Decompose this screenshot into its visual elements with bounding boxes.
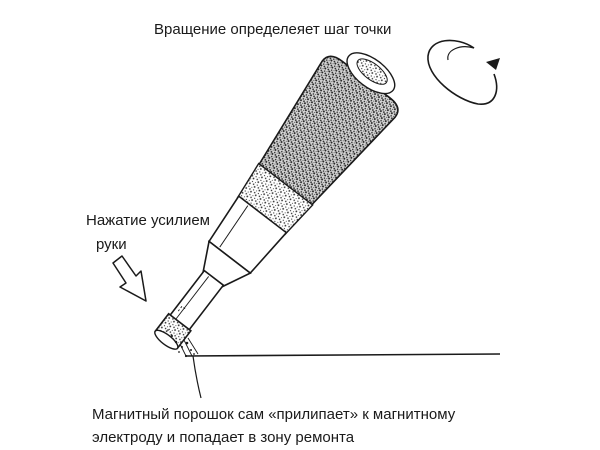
pressure-arrow-icon [112,255,147,302]
tool-body-highlight [219,205,249,248]
rotation-caption: Вращение определеяет шаг точки [154,21,392,38]
tool-shaft-highlight [175,276,210,320]
work-surface-line [185,353,501,357]
powder-caption-line1: Магнитный порошок сам «прилипает» к магн… [92,406,456,423]
pressure-caption-line1: Нажатие усилием [86,212,210,229]
powder-flow-lines [179,337,199,357]
rotation-arrow-icon [427,39,500,105]
electrode-tool [154,52,399,350]
pressure-caption-line2: руки [96,236,127,253]
tool-handle-cap-inner [356,58,388,85]
powder-caption-line2: электроду и попадает в зону ремонта [92,429,355,446]
powder-leader-line [192,355,202,399]
electrode-tip-face [154,329,179,350]
tool-handle [257,55,399,208]
